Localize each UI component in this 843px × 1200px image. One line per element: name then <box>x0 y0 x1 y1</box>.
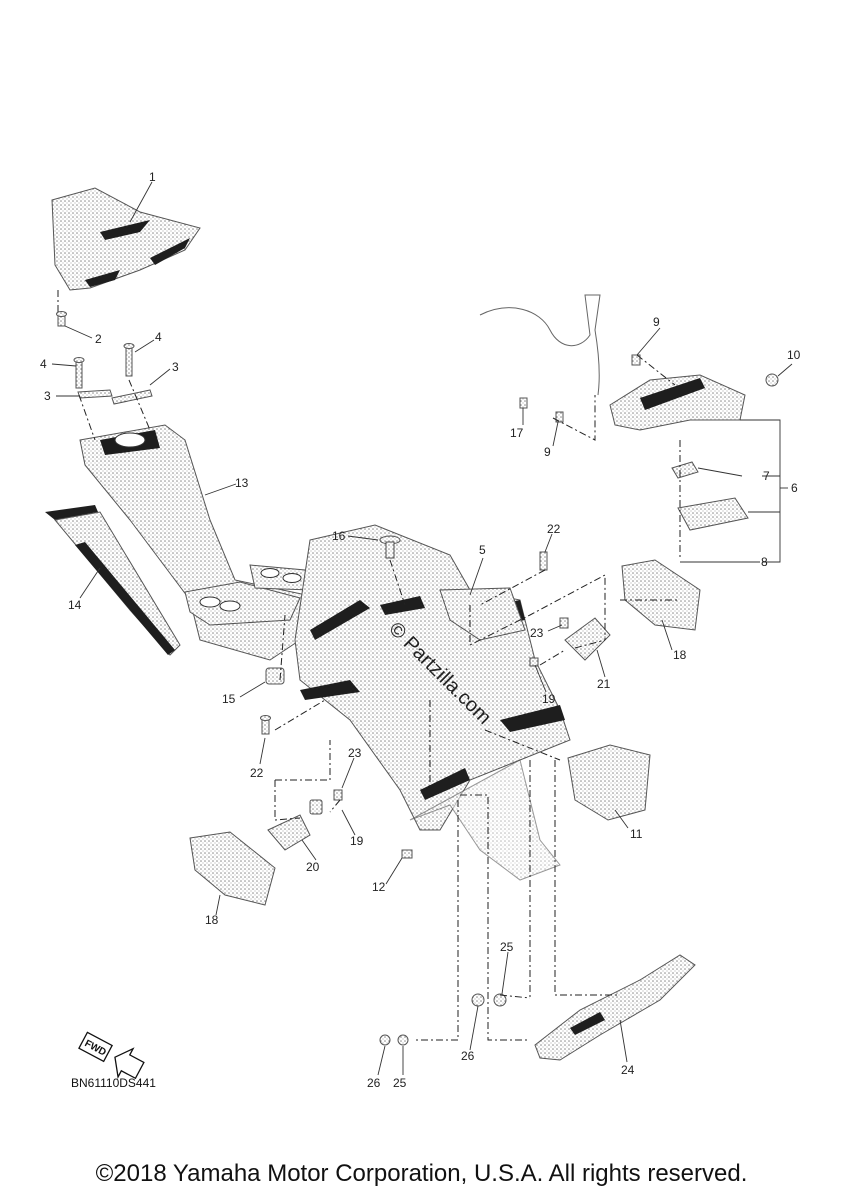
part-12-bolt <box>401 849 413 859</box>
assembly-lines <box>57 290 681 1041</box>
callout-12: 12 <box>372 880 386 894</box>
diagram-code: BN61110DS441 <box>71 1076 156 1090</box>
callout-numbers: 1 2 3 4 4 3 5 6 7 8 9 9 10 11 12 13 14 1… <box>40 170 801 1090</box>
callout-6: 6 <box>791 481 798 495</box>
callout-7: 7 <box>763 469 770 483</box>
callout-15: 15 <box>222 692 236 706</box>
copyright-notice: ©2018 Yamaha Motor Corporation, U.S.A. A… <box>95 1160 748 1187</box>
callout-2: 2 <box>95 332 102 346</box>
callout-22: 22 <box>547 522 561 536</box>
fwd-arrow-icon: FWD <box>78 1031 145 1080</box>
parts-22-bolts <box>260 551 548 735</box>
part-18-right-rubber <box>621 559 701 631</box>
part-1-cover <box>51 187 201 291</box>
callout-13: 13 <box>235 476 249 490</box>
parts-25-26-nuts <box>379 993 507 1046</box>
callout-25: 25 <box>393 1076 407 1090</box>
callout-19: 19 <box>350 834 364 848</box>
callout-19: 19 <box>542 692 556 706</box>
parts-diagram: 1 2 3 4 4 3 5 6 7 8 9 9 10 11 12 13 14 1… <box>40 170 801 1090</box>
callout-22: 22 <box>250 766 264 780</box>
callout-14: 14 <box>68 598 82 612</box>
leader-lines <box>51 181 793 1076</box>
callout-9: 9 <box>653 315 660 329</box>
part-14-side-bar <box>45 505 181 656</box>
callout-5: 5 <box>479 543 486 557</box>
parts-19-21-23-fittings <box>267 617 611 851</box>
parts-3-4-fasteners <box>73 343 153 405</box>
part-15-collar <box>265 667 285 685</box>
part-16-bolt <box>379 535 401 559</box>
callout-8: 8 <box>761 555 768 569</box>
callout-20: 20 <box>306 860 320 874</box>
callout-9: 9 <box>544 445 551 459</box>
callout-10: 10 <box>787 348 801 362</box>
callout-17: 17 <box>510 426 524 440</box>
part-5-center-bracket <box>294 524 571 881</box>
part-18-left-rubber <box>189 831 276 906</box>
callout-26: 26 <box>461 1049 475 1063</box>
callout-3: 3 <box>172 360 179 374</box>
part-24-lever <box>534 954 696 1061</box>
callout-16: 16 <box>332 529 346 543</box>
callout-26: 26 <box>367 1076 381 1090</box>
callout-18: 18 <box>205 913 219 927</box>
callout-23: 23 <box>348 746 362 760</box>
callout-23: 23 <box>530 626 544 640</box>
callout-11: 11 <box>630 827 643 841</box>
callout-1: 1 <box>149 170 156 184</box>
callout-4: 4 <box>155 330 162 344</box>
callout-18: 18 <box>673 648 687 662</box>
callout-21: 21 <box>597 677 611 691</box>
callout-4: 4 <box>40 357 47 371</box>
part-13-main-stay <box>79 424 331 661</box>
callout-25: 25 <box>500 940 514 954</box>
callout-3: 3 <box>44 389 51 403</box>
parts-6-10-upper-right <box>479 294 779 531</box>
part-2-bolt <box>56 311 67 327</box>
part-11-footpeg <box>567 744 651 821</box>
callout-24: 24 <box>621 1063 635 1077</box>
